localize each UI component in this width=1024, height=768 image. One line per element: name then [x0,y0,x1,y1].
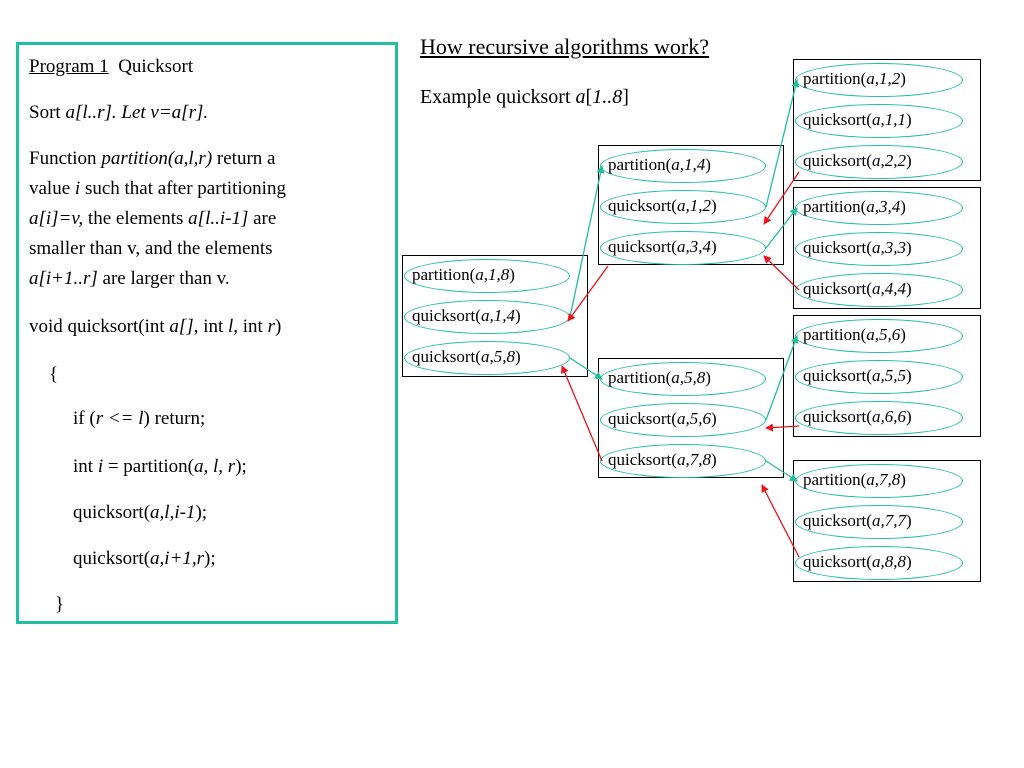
call-label-p34: partition(a,3,4) [803,197,906,216]
call-label-q12: quicksort(a,1,2) [608,196,717,215]
return-arrow-q34 [567,265,609,322]
call-arrow-q78 [765,460,798,482]
call-label-p14: partition(a,1,4) [608,155,711,174]
return-arrow-q44 [763,255,800,291]
call-arrow-q34 [765,207,798,249]
brace-open: { [49,364,59,385]
program-box: Program 1 Quicksort Sort a[l..r]. Let v=… [16,42,398,624]
return-arrow-q22 [763,171,800,225]
smaller-line: smaller than v, and the elements [29,238,273,259]
call-ellipse-q56 [600,403,766,437]
call-ellipse-q66 [795,401,963,435]
call-label-q88: quicksort(a,8,8) [803,552,912,571]
box-root [402,255,588,377]
call-ellipse-q12 [600,190,766,224]
program-heading: Program 1 Quicksort [29,56,194,77]
quicksort-left-line: quicksort(a,l,i-1); [73,502,208,523]
call-ellipse-p18 [404,259,570,293]
call-ellipse-q11 [795,104,963,138]
call-label-q58: quicksort(a,5,8) [412,347,521,366]
call-ellipse-q77 [795,505,963,539]
call-label-q66: quicksort(a,6,6) [803,407,912,426]
call-label-q77: quicksort(a,7,7) [803,511,912,530]
call-label-q11: quicksort(a,1,1) [803,110,912,129]
call-label-q55: quicksort(a,5,5) [803,366,912,385]
sort-line: Sort a[l..r]. Let v=a[r]. [29,102,209,123]
call-ellipse-q44 [795,273,963,307]
call-arrow-q14 [569,165,605,318]
example-line: Example quicksort a[1..8] [420,86,629,108]
if-line: if (r <= l) return; [73,408,206,429]
box-lr [793,187,981,309]
box-rl [793,315,981,437]
call-label-q34: quicksort(a,3,4) [608,237,717,256]
return-arrow-q88 [761,484,800,558]
brace-close: } [55,594,65,615]
call-label-q44: quicksort(a,4,4) [803,279,912,298]
call-arrow-q56 [765,335,799,421]
call-label-q22: quicksort(a,2,2) [803,151,912,170]
call-ellipse-q33 [795,232,963,266]
call-label-q78: quicksort(a,7,8) [608,450,717,469]
call-arrow-q12 [765,79,800,208]
page-title: How recursive algorithms work? [420,34,709,59]
call-arrow-q58 [569,357,603,380]
call-ellipse-q58 [404,341,570,375]
function-line: Function partition(a,l,r) return a [29,148,276,169]
quicksort-right-line: quicksort(a,i+1,r); [73,548,216,569]
call-ellipse-q34 [600,231,766,265]
larger-line: a[i+1..r] are larger than v. [29,268,230,289]
call-label-q33: quicksort(a,3,3) [803,238,912,257]
elements-line: a[i]=v, the elements a[l..i-1] are [29,208,277,229]
call-ellipse-q55 [795,360,963,394]
box-ll [793,59,981,181]
call-label-p78: partition(a,7,8) [803,470,906,489]
return-arrow-q78 [561,365,603,462]
call-label-q56: quicksort(a,5,6) [608,409,717,428]
call-ellipse-q22 [795,145,963,179]
call-label-p56: partition(a,5,6) [803,325,906,344]
call-label-p58: partition(a,5,8) [608,368,711,387]
call-ellipse-q78 [600,444,766,478]
int-line: int i = partition(a, l, r); [73,456,247,477]
call-label-q14: quicksort(a,1,4) [412,306,521,325]
call-ellipse-q88 [795,546,963,580]
value-line: value i such that after partitioning [29,178,286,199]
call-label-p18: partition(a,1,8) [412,265,515,284]
return-arrow-q66 [765,423,800,432]
box-rr [793,460,981,582]
call-label-p12: partition(a,1,2) [803,69,906,88]
void-line: void quicksort(int a[], int l, int r) [29,316,282,337]
